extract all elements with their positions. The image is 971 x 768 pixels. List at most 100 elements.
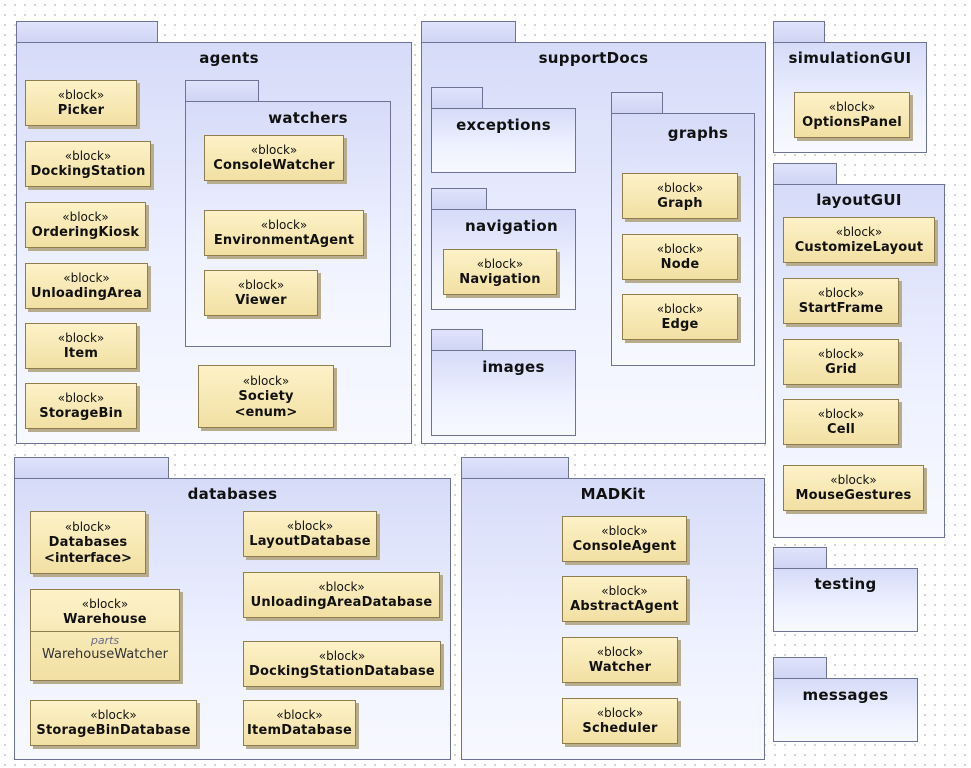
block-stereotype: «block» bbox=[57, 391, 105, 405]
block-name: Picker bbox=[57, 103, 105, 118]
block-start-frame[interactable]: «block» StartFrame bbox=[783, 278, 899, 324]
block-name: ConsoleWatcher bbox=[213, 158, 335, 173]
block-stereotype: «block» bbox=[601, 524, 648, 538]
block-stereotype: «block» bbox=[64, 519, 112, 534]
package-messages[interactable]: messages bbox=[773, 657, 918, 742]
block-society[interactable]: «block» Society <enum> bbox=[198, 365, 334, 428]
block-name: Edge bbox=[661, 317, 699, 332]
block-stereotype: «block» bbox=[242, 373, 290, 388]
package-images[interactable]: images bbox=[431, 329, 576, 436]
package-tab bbox=[461, 457, 569, 479]
block-stereotype: «block» bbox=[835, 225, 883, 239]
block-name: Grid bbox=[825, 362, 857, 377]
package-title: images bbox=[482, 358, 545, 376]
package-tab bbox=[431, 329, 483, 351]
package-title: graphs bbox=[667, 124, 729, 142]
block-viewer[interactable]: «block» Viewer bbox=[204, 270, 318, 316]
block-name: Watcher bbox=[588, 660, 652, 675]
block-watcher[interactable]: «block» Watcher bbox=[562, 637, 678, 683]
block-mouse-gestures[interactable]: «block» MouseGestures bbox=[783, 465, 924, 511]
package-title: agents bbox=[199, 49, 259, 67]
block-scheduler[interactable]: «block» Scheduler bbox=[562, 698, 678, 744]
block-item-database[interactable]: «block» ItemDatabase bbox=[243, 700, 356, 746]
block-unloading-area[interactable]: «block» UnloadingArea bbox=[25, 263, 148, 309]
package-title: simulationGUI bbox=[788, 49, 912, 67]
block-cell[interactable]: «block» Cell bbox=[783, 399, 899, 445]
block-stereotype: «block» bbox=[318, 649, 366, 663]
package-tab bbox=[185, 80, 259, 102]
block-docking-station[interactable]: «block» DockingStation bbox=[25, 141, 151, 187]
package-title: databases bbox=[187, 485, 278, 503]
package-databases[interactable]: databases «block» Databases <interface> … bbox=[14, 457, 451, 760]
block-docking-station-database[interactable]: «block» DockingStationDatabase bbox=[243, 641, 441, 687]
block-name: Databases bbox=[48, 534, 128, 550]
block-item[interactable]: «block» Item bbox=[25, 323, 137, 369]
block-stereotype: «block» bbox=[286, 519, 334, 533]
block-name: Scheduler bbox=[582, 721, 658, 736]
block-name: ItemDatabase bbox=[247, 723, 352, 738]
block-picker[interactable]: «block» Picker bbox=[25, 80, 137, 126]
package-layout-gui[interactable]: layoutGUI «block» CustomizeLayout «block… bbox=[773, 163, 945, 538]
block-grid[interactable]: «block» Grid bbox=[783, 339, 899, 385]
block-edge[interactable]: «block» Edge bbox=[622, 294, 738, 340]
package-title: watchers bbox=[268, 109, 348, 127]
package-tab bbox=[773, 21, 825, 43]
block-storage-bin[interactable]: «block» StorageBin bbox=[25, 383, 137, 429]
package-tab bbox=[611, 92, 663, 114]
block-stereotype: «block» bbox=[57, 331, 105, 345]
block-ordering-kiosk[interactable]: «block» OrderingKiosk bbox=[25, 202, 146, 248]
block-environment-agent[interactable]: «block» EnvironmentAgent bbox=[204, 210, 364, 256]
block-node[interactable]: «block» Node bbox=[622, 234, 738, 280]
block-options-panel[interactable]: «block» OptionsPanel bbox=[794, 92, 910, 138]
block-name: LayoutDatabase bbox=[249, 534, 371, 549]
block-unloading-area-database[interactable]: «block» UnloadingAreaDatabase bbox=[243, 572, 440, 618]
block-stereotype: «block» bbox=[656, 302, 704, 316]
block-graph[interactable]: «block» Graph bbox=[622, 173, 738, 219]
package-support-docs[interactable]: supportDocs exceptions graphs «block» Gr… bbox=[421, 21, 766, 444]
block-stereotype: «block» bbox=[596, 645, 644, 659]
block-abstract-agent[interactable]: «block» AbstractAgent bbox=[562, 576, 687, 622]
package-madkit[interactable]: MADKit «block» ConsoleAgent «block» Abst… bbox=[461, 457, 765, 760]
package-watchers[interactable]: watchers «block» ConsoleWatcher «block» … bbox=[185, 80, 391, 347]
block-name: OrderingKiosk bbox=[31, 225, 140, 240]
package-graphs[interactable]: graphs «block» Graph «block» Node «block… bbox=[611, 92, 755, 366]
block-warehouse[interactable]: «block» Warehouse parts WarehouseWatcher bbox=[30, 589, 180, 681]
block-name: EnvironmentAgent bbox=[213, 233, 355, 248]
package-testing[interactable]: testing bbox=[773, 547, 918, 632]
block-stereotype: «block» bbox=[601, 584, 648, 598]
block-name: ConsoleAgent bbox=[572, 539, 677, 554]
block-name: Society bbox=[238, 388, 294, 404]
block-name: Warehouse bbox=[63, 612, 147, 627]
block-name: Navigation bbox=[459, 272, 541, 287]
block-stereotype: «block» bbox=[656, 181, 704, 195]
block-stereotype: «block» bbox=[250, 143, 298, 157]
package-navigation[interactable]: navigation «block» Navigation bbox=[431, 188, 576, 310]
block-stereotype: «block» bbox=[62, 210, 109, 224]
block-name: StorageBinDatabase bbox=[36, 723, 191, 738]
block-customize-layout[interactable]: «block» CustomizeLayout bbox=[783, 217, 935, 263]
block-console-agent[interactable]: «block» ConsoleAgent bbox=[562, 516, 687, 562]
block-storage-bin-database[interactable]: «block» StorageBinDatabase bbox=[30, 700, 197, 746]
block-stereotype: «block» bbox=[276, 708, 323, 722]
block-name: Node bbox=[660, 257, 700, 272]
block-name: DockingStation bbox=[30, 164, 146, 179]
package-simulation-gui[interactable]: simulationGUI «block» OptionsPanel bbox=[773, 21, 927, 153]
package-title: messages bbox=[802, 686, 889, 704]
block-navigation[interactable]: «block» Navigation bbox=[443, 249, 557, 295]
block-console-watcher[interactable]: «block» ConsoleWatcher bbox=[204, 135, 344, 181]
block-name: MouseGestures bbox=[795, 488, 912, 503]
package-exceptions[interactable]: exceptions bbox=[431, 87, 576, 173]
package-tab bbox=[16, 21, 158, 43]
package-agents[interactable]: agents «block» Picker «block» DockingSta… bbox=[16, 21, 412, 444]
package-tab bbox=[14, 457, 169, 479]
block-name: DockingStationDatabase bbox=[249, 664, 435, 679]
package-title: MADKit bbox=[580, 485, 646, 503]
block-stereotype: «block» bbox=[64, 149, 112, 163]
block-name: OptionsPanel bbox=[802, 115, 902, 130]
block-layout-database[interactable]: «block» LayoutDatabase bbox=[243, 511, 377, 557]
block-databases-interface[interactable]: «block» Databases <interface> bbox=[30, 511, 146, 574]
package-tab bbox=[773, 547, 827, 569]
block-name: UnloadingArea bbox=[31, 286, 142, 301]
block-name: Cell bbox=[826, 422, 856, 437]
block-stereotype: «block» bbox=[828, 100, 876, 114]
